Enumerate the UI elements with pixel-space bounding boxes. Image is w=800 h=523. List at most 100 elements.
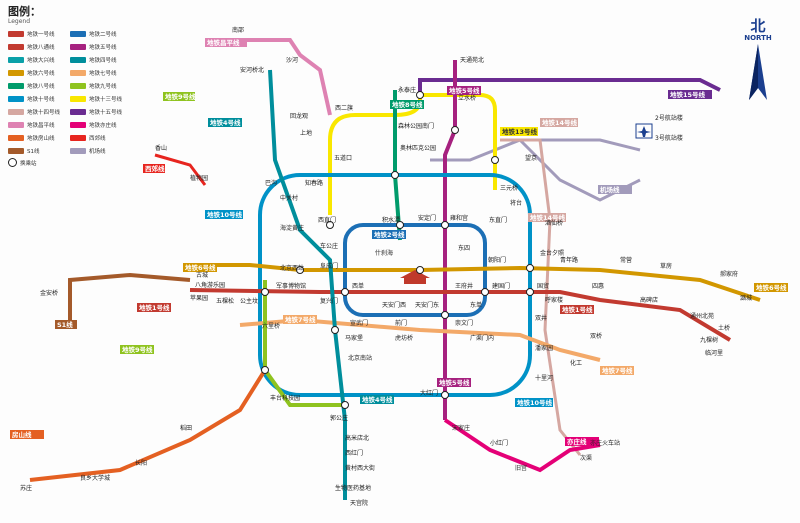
station-andingmen: 安定门: [418, 214, 436, 222]
station-dahongmen: 大红门: [420, 389, 438, 397]
legend-item: 地铁十号线: [8, 94, 64, 103]
legend-swatch: [70, 108, 86, 115]
station-jiangtai: 将台: [510, 199, 522, 207]
legend-item: 地铁房山线: [8, 133, 64, 142]
station-shilihe: 十里河: [535, 374, 553, 382]
station-jishuitan: 积水潭: [382, 216, 400, 224]
station-changyingqu: 常营: [620, 256, 632, 264]
legend-item: 地铁十三号线: [70, 94, 126, 103]
badge-line7: 地铁7号线: [285, 315, 316, 324]
airplane-icon: [635, 123, 653, 139]
legend-item: 地铁一号线: [8, 29, 64, 38]
legend-swatch: [8, 69, 24, 76]
legend-swatch: [8, 108, 24, 115]
badge-line14: 地铁14号线: [542, 118, 578, 127]
line-badges: 地铁昌平线 地铁9号线 地铁4号线 地铁8号线 地铁5号线 地铁13号线 地铁1…: [10, 38, 788, 446]
legend-item: 地铁亦庄线: [70, 120, 126, 129]
station-xiaohongmen: 小红门: [490, 439, 508, 447]
badge-line6: 地铁6号线: [185, 263, 216, 272]
badge-line5b: 地铁5号线: [439, 378, 470, 387]
station-sihui: 四惠: [592, 282, 604, 290]
line-fangshan[interactable]: [29, 368, 267, 482]
legend-label: 地铁昌平线: [27, 122, 55, 129]
station-gucheng: 古城: [196, 271, 208, 279]
badge-line10b: 地铁10号线: [517, 398, 553, 407]
line-yizhuang[interactable]: [443, 418, 601, 473]
line-5[interactable]: [443, 60, 457, 420]
badge-line2: 地铁2号线: [374, 230, 405, 239]
legend-grid: 地铁一号线地铁二号线地铁八通线地铁五号线地铁大兴线地铁四号线地铁六号线地铁七号线…: [8, 29, 126, 155]
badge-line5: 地铁5号线: [449, 86, 480, 95]
north-arrow-icon: [749, 44, 767, 100]
badge-line13: 地铁13号线: [502, 127, 538, 136]
badge-yizhuang: 亦庄线: [567, 437, 587, 446]
legend-label: 地铁八通线: [27, 44, 55, 51]
station-shahe: 沙河: [286, 56, 298, 64]
station-guomao: 国贸: [537, 282, 549, 290]
station-zhiwuyuan: 植物园: [190, 174, 208, 182]
transfer-stations[interactable]: [261, 91, 534, 409]
legend-swatch: [8, 121, 24, 128]
station-forest: 森林公园南门: [398, 122, 434, 130]
line-4[interactable]: [268, 69, 347, 500]
legend-label: 地铁十三号线: [89, 96, 123, 103]
station-yonghegong: 雍和宫: [450, 214, 468, 222]
transfer-station-icon: [8, 158, 17, 167]
station-fengtai: 丰台科技园: [270, 394, 300, 402]
line-s1[interactable]: [68, 272, 191, 320]
station-guogongzhuang: 郭公庄: [330, 414, 348, 422]
line-1[interactable]: [189, 288, 732, 342]
legend-item: 地铁十五号线: [70, 107, 126, 116]
legend-item: 地铁七号线: [70, 68, 126, 77]
station-tongzhou: 通州北苑: [690, 312, 714, 320]
station-lujiacun: 潞城: [740, 294, 752, 302]
station-nanshao: 南邵: [232, 26, 244, 34]
station-wukesong: 五棵松: [216, 297, 234, 305]
compass-en: NORTH: [744, 34, 772, 42]
badge-changping: 地铁昌平线: [207, 38, 240, 47]
badge-xijiao: 西郊线: [145, 164, 165, 173]
legend-label: 地铁房山线: [27, 135, 55, 142]
station-bagou: 巴沟: [265, 179, 277, 187]
line-9[interactable]: [263, 280, 345, 407]
station-chegongzhuang: 车公庄: [320, 242, 338, 250]
legend-item: 地铁八通线: [8, 42, 64, 51]
station-chaoyangmen: 朝阳门: [488, 256, 506, 264]
station-ciqu: 次渠: [580, 454, 592, 462]
badge-fangshan: 房山线: [12, 430, 32, 439]
line-changping[interactable]: [230, 38, 332, 116]
line-15[interactable]: [418, 78, 721, 95]
station-tuqiao: 土桥: [718, 324, 730, 332]
legend-swatch: [70, 30, 86, 37]
station-guangqumen: 广渠门内: [470, 334, 494, 342]
station-sanyuanqiao: 三元桥: [500, 184, 518, 192]
line-14[interactable]: [500, 138, 582, 456]
legend-item: 地铁大兴线: [8, 55, 64, 64]
legend-label: 地铁六号线: [27, 70, 55, 77]
station-huangcun: 黄村西大街: [345, 464, 375, 472]
badge-s1: S1线: [57, 320, 73, 329]
line-6[interactable]: [185, 263, 761, 302]
station-zhongguancun: 中关村: [280, 194, 298, 202]
legend-label: 地铁七号线: [89, 70, 117, 77]
station-liuliqiao: 六里桥: [262, 322, 280, 330]
badge-line15: 地铁15号线: [670, 90, 706, 99]
legend-label: 地铁大兴线: [27, 57, 55, 64]
legend-item: 西郊线: [70, 133, 126, 142]
station-shengwuyiyao: 生物医药基地: [335, 484, 371, 492]
legend-transfer-label: 换乘站: [20, 160, 37, 167]
line-13[interactable]: [328, 93, 497, 215]
badge-line10: 地铁10号线: [207, 210, 243, 219]
station-pingguoyuan: 苹果园: [190, 294, 208, 302]
line-xijiao[interactable]: [154, 153, 207, 186]
station-t2: 2号航站楼: [655, 114, 683, 122]
station-tiananmen-w: 天安门西: [382, 301, 406, 309]
legend-swatch: [70, 56, 86, 63]
legend-item: 地铁八号线: [8, 81, 64, 90]
legend-item: 地铁六号线: [8, 68, 64, 77]
legend: 图例： Legend 地铁一号线地铁二号线地铁八通线地铁五号线地铁大兴线地铁四号…: [8, 6, 126, 167]
station-yizhuanghuochezhan: 亦庄火车站: [590, 439, 620, 447]
legend-item: 地铁二号线: [70, 29, 126, 38]
station-fuchengmen: 阜成门: [320, 262, 338, 270]
